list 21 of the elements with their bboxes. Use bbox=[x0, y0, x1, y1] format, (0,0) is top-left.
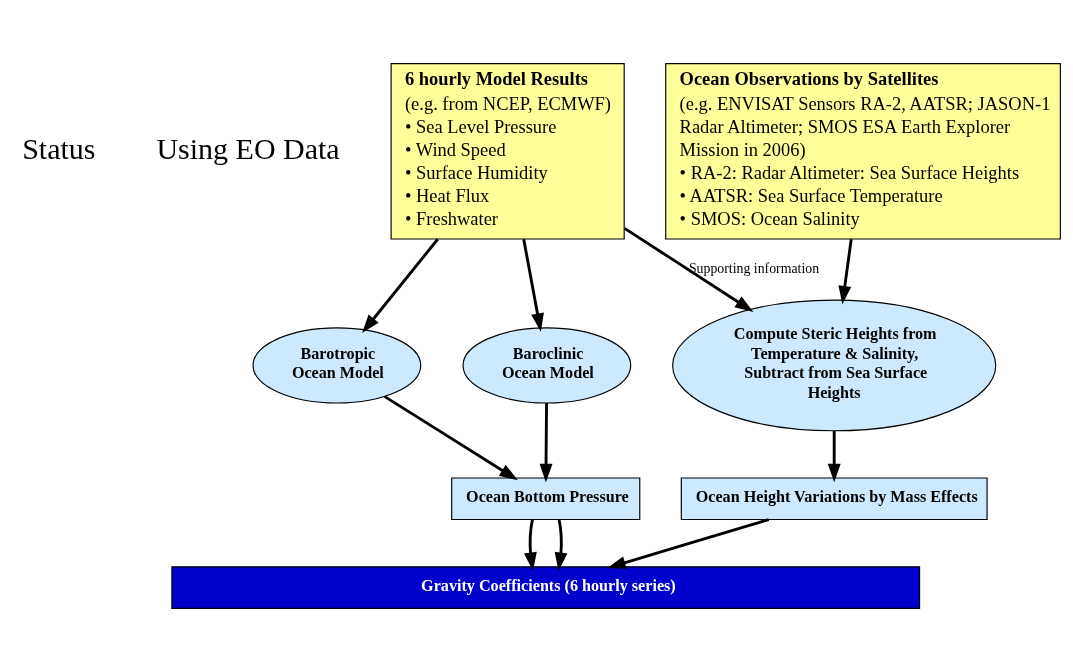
arrow bbox=[384, 394, 518, 480]
arrow bbox=[522, 238, 544, 332]
arrow bbox=[838, 238, 853, 304]
node-ellipse: Baroclinic Ocean Model bbox=[462, 326, 632, 404]
node-box: Gravity Coefficients (6 hourly series) bbox=[171, 565, 921, 609]
node-box: Ocean Height Variations by Mass Effects bbox=[680, 476, 988, 520]
arrow bbox=[524, 518, 537, 571]
arrow bbox=[827, 430, 841, 482]
node-ellipse: Compute Steric Heights from Temperature & Salinity, Subtract from Sea Surface Heights bbox=[672, 299, 997, 431]
node-box: Ocean Observations by Satellites (e.g. ENVISAT Sensors RA-2, AATSR; JASON-1 Radar Altimeter; SMOS ESA Earth Explorer Mission in 2006) • RA-2: Radar Altimeter: Sea Surface Heights • AATSR: Sea Surface Temperature • SMOS: Ocean Salinity bbox=[665, 62, 1061, 240]
node-box: 6 hourly Model Results (e.g. from NCEP, ECMWF) • Sea Level Pressure • Wind Speed • Surface Humidity • Heat Flux • Freshwater bbox=[390, 62, 625, 240]
arrow bbox=[623, 226, 754, 312]
node-ellipse: Barotropic Ocean Model bbox=[252, 326, 422, 404]
label: Status bbox=[22, 131, 96, 165]
arrow bbox=[607, 517, 770, 569]
label: Using EO Data bbox=[156, 131, 340, 165]
arrow bbox=[539, 402, 553, 482]
arrow bbox=[362, 237, 439, 333]
edge-label: Supporting information bbox=[688, 260, 820, 276]
arrow bbox=[554, 518, 568, 571]
node-box: Ocean Bottom Pressure bbox=[451, 476, 641, 520]
